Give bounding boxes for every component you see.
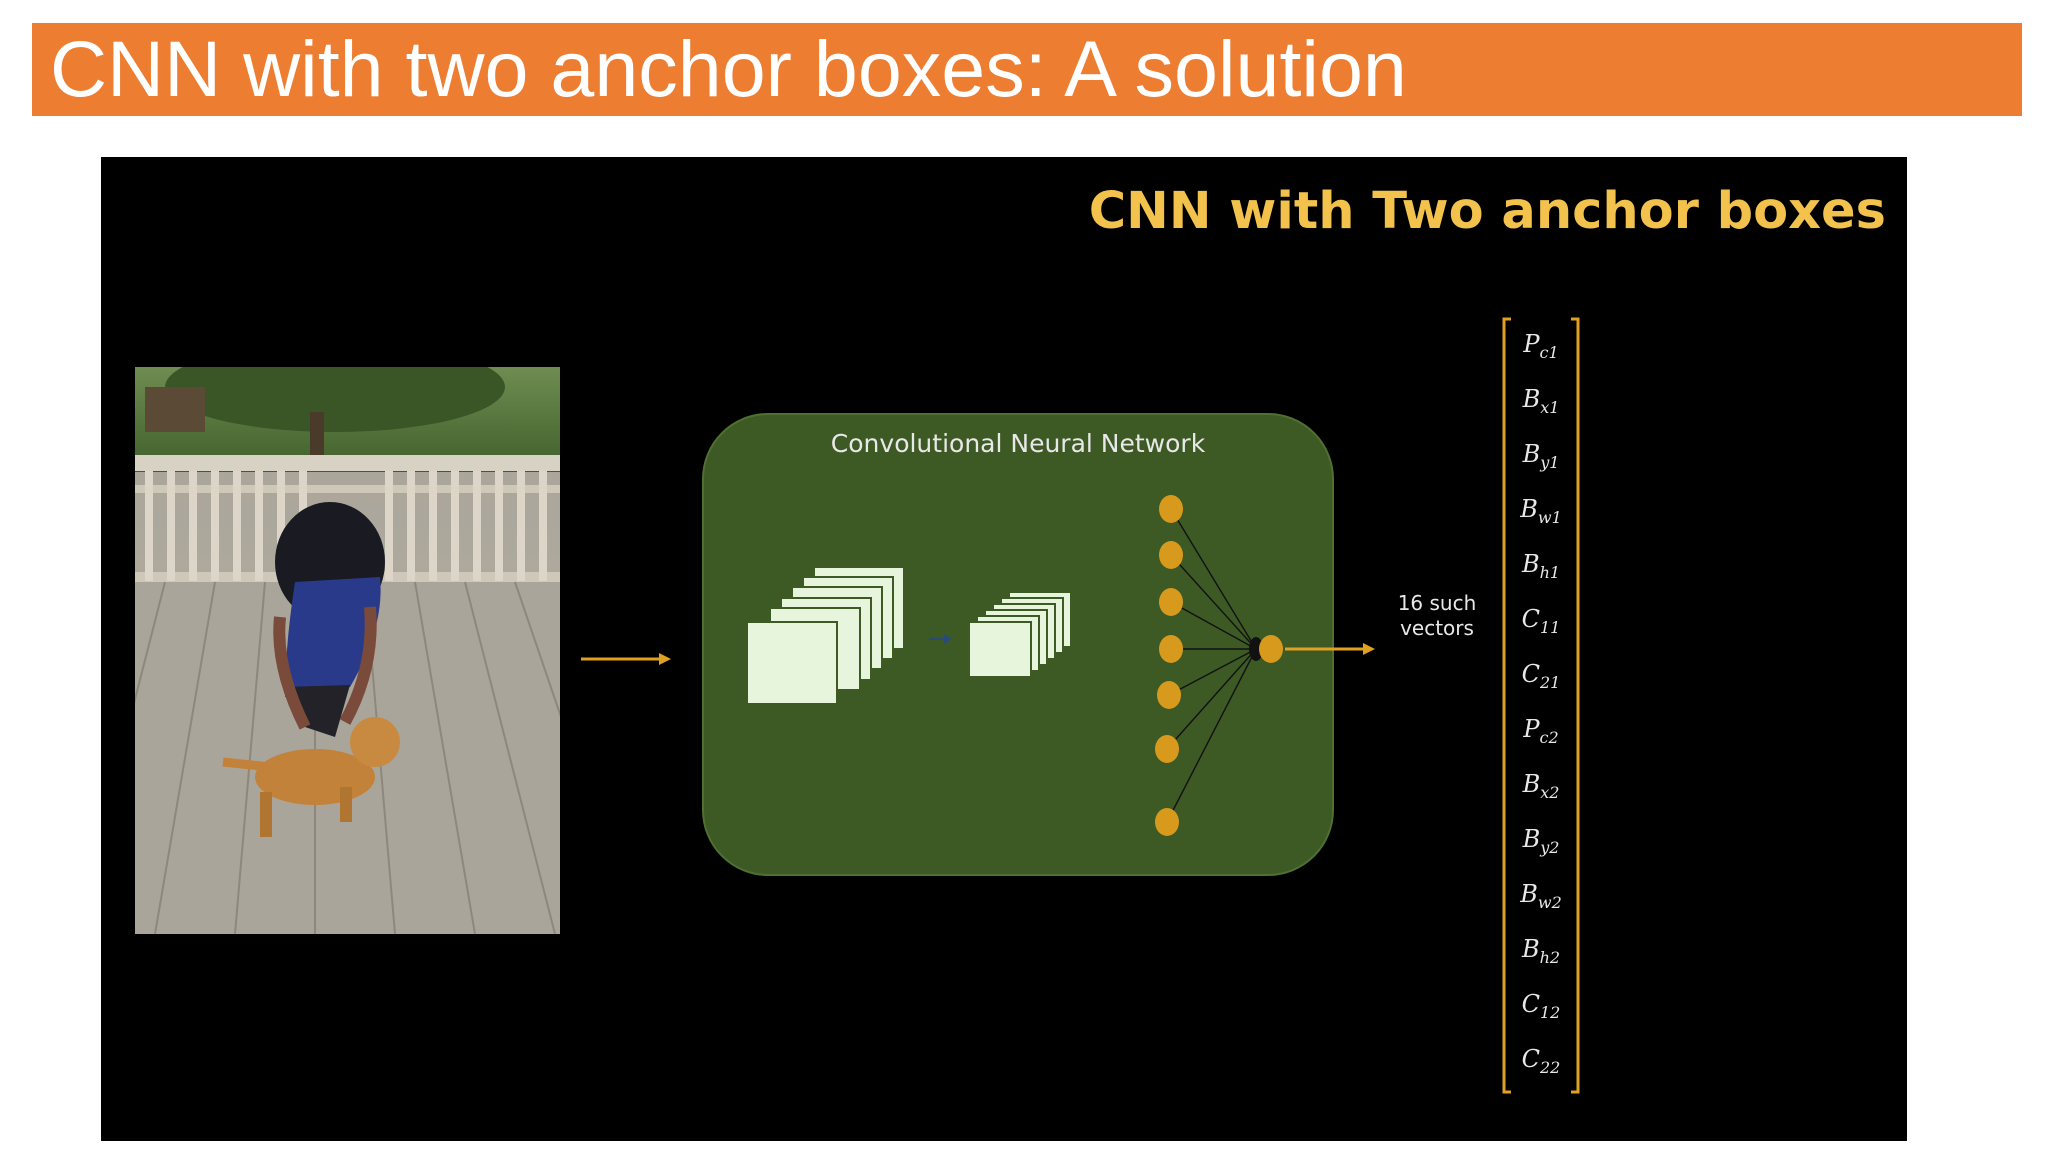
neuron bbox=[1159, 588, 1183, 616]
inner-arrow bbox=[929, 634, 952, 644]
input-photo bbox=[135, 367, 560, 934]
fc-connections bbox=[1166, 508, 1257, 823]
vector-entry: By1 bbox=[1522, 440, 1560, 472]
vectors-label-line1: 16 such bbox=[1398, 591, 1477, 615]
vector-entry: C21 bbox=[1522, 660, 1561, 692]
vector-entry: C11 bbox=[1522, 605, 1561, 637]
neuron bbox=[1159, 541, 1183, 569]
neuron bbox=[1159, 635, 1183, 663]
neuron bbox=[1159, 495, 1183, 523]
input-arrow bbox=[581, 653, 671, 665]
fc-neurons bbox=[1155, 495, 1183, 836]
vectors-label-line2: vectors bbox=[1400, 616, 1474, 640]
output-arrow bbox=[1285, 643, 1375, 655]
vector-entry: Bx1 bbox=[1522, 385, 1560, 417]
video-frame: CNN with Two anchor boxes bbox=[101, 157, 1907, 1141]
neuron bbox=[1155, 808, 1179, 836]
vector-entry: C12 bbox=[1522, 990, 1561, 1022]
title-bar: CNN with two anchor boxes: A solution bbox=[32, 23, 2022, 116]
video-heading: CNN with Two anchor boxes bbox=[1089, 182, 1886, 241]
vector-entry: Bh2 bbox=[1521, 935, 1560, 967]
neuron bbox=[1155, 735, 1179, 763]
vector-entry: Bh1 bbox=[1521, 550, 1560, 582]
vector-entry: Bw2 bbox=[1519, 880, 1562, 912]
output-vector: Pc1Bx1By1Bw1Bh1C11C21Pc2Bx2By2Bw2Bh2C12C… bbox=[1519, 330, 1562, 1077]
neuron bbox=[1157, 681, 1181, 709]
vector-entry: Bw1 bbox=[1519, 495, 1562, 527]
feature-map-stack-large bbox=[746, 566, 905, 705]
vector-entry: Pc2 bbox=[1522, 715, 1558, 747]
slide-title: CNN with two anchor boxes: A solution bbox=[50, 24, 1407, 113]
vector-entry: By2 bbox=[1522, 825, 1560, 857]
feature-map-stack-small bbox=[968, 591, 1072, 678]
vector-entry: Bx2 bbox=[1522, 770, 1560, 802]
output-neuron bbox=[1249, 635, 1283, 663]
cnn-label: Convolutional Neural Network bbox=[831, 429, 1206, 458]
vector-entry: C22 bbox=[1522, 1045, 1561, 1077]
cnn-diagram: CNN with Two anchor boxes bbox=[135, 182, 1886, 1094]
vector-entry: Pc1 bbox=[1522, 330, 1558, 362]
output-vector-brackets bbox=[1502, 317, 1580, 1094]
